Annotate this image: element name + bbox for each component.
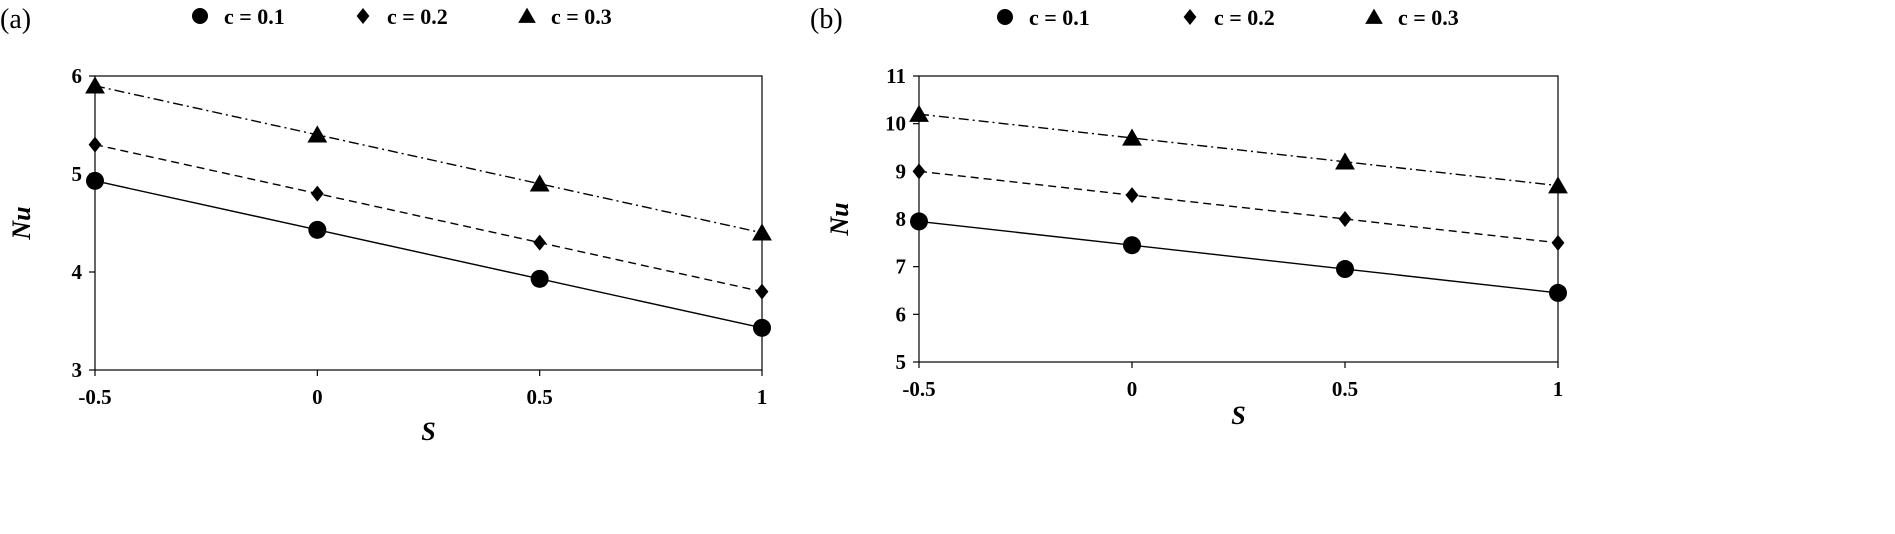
y-tick-label: 10	[885, 112, 906, 136]
x-axis-title: S	[1231, 401, 1245, 430]
legend-label: c = 0.2	[1214, 5, 1275, 30]
x-tick-label: 0	[1127, 377, 1138, 401]
legend-label: c = 0.2	[387, 4, 448, 29]
y-tick-label: 5	[72, 162, 83, 186]
data-point	[533, 234, 547, 251]
y-tick-label: 8	[896, 207, 907, 231]
data-point	[912, 163, 926, 180]
data-point	[1338, 211, 1352, 227]
series-line	[94, 143, 763, 293]
data-point	[1549, 283, 1567, 302]
data-point	[310, 185, 324, 202]
legend-marker	[192, 8, 208, 24]
x-tick-label: 1	[757, 385, 768, 409]
data-point	[1123, 236, 1141, 255]
x-tick-label: 1	[1553, 377, 1564, 401]
data-point	[86, 171, 104, 190]
y-tick-label: 7	[896, 255, 907, 279]
legend-label: c = 0.1	[1029, 5, 1090, 30]
plot-frame	[918, 75, 1559, 363]
series-line	[94, 180, 763, 329]
data-point	[308, 220, 327, 239]
data-point	[753, 318, 771, 337]
y-tick-label: 3	[72, 358, 83, 382]
panel-label: (b)	[810, 4, 843, 35]
legend-marker	[356, 8, 370, 24]
data-point	[529, 174, 550, 192]
x-axis-title: S	[421, 417, 435, 446]
data-point	[1122, 128, 1142, 146]
x-tick-label: 0	[312, 385, 323, 409]
panel-label: (a)	[0, 4, 31, 35]
data-point	[88, 136, 102, 153]
data-point	[1548, 176, 1568, 194]
x-tick-label: 0.5	[527, 385, 553, 409]
x-tick-label: -0.5	[902, 377, 935, 401]
y-tick-label: 11	[886, 64, 906, 88]
y-tick-label: 6	[72, 64, 83, 88]
data-point	[1125, 187, 1139, 204]
x-tick-label: -0.5	[78, 385, 111, 409]
y-tick-label: 9	[896, 159, 907, 183]
x-tick-label: 0.5	[1332, 377, 1358, 401]
legend-label: c = 0.1	[224, 4, 285, 29]
series-line	[918, 170, 1559, 244]
series-line	[94, 85, 763, 234]
legend-marker	[997, 9, 1013, 25]
data-point	[1335, 152, 1355, 170]
data-point	[530, 269, 549, 288]
data-point	[755, 283, 769, 300]
plot-frame	[94, 75, 763, 371]
legend-marker	[1183, 9, 1197, 25]
y-axis-title: Nu	[7, 206, 36, 240]
series-line	[918, 220, 1559, 294]
data-point	[909, 104, 929, 122]
y-tick-label: 4	[72, 260, 83, 284]
chart-b-svg: (b) 5 6 7 8 9 10 11 -0.5 0 0.5 1S Nu c = 0.1 c = 0.2 c …	[810, 4, 1568, 430]
y-axis-title: Nu	[825, 202, 854, 236]
legend-marker	[518, 7, 536, 23]
series-line	[918, 113, 1559, 187]
data-point	[1551, 234, 1565, 251]
legend-marker	[1365, 8, 1383, 24]
data-point	[1336, 260, 1354, 279]
data-point	[85, 76, 105, 94]
legend-label: c = 0.3	[1398, 5, 1459, 30]
data-point	[910, 212, 928, 231]
data-point	[307, 125, 328, 143]
y-tick-label: 6	[896, 302, 907, 326]
y-tick-label: 5	[896, 350, 907, 374]
data-point	[752, 223, 772, 241]
legend-label: c = 0.3	[551, 4, 612, 29]
chart-a-svg: (a) 3 4 5 6 -0.5 0 0.5 1S Nu c = 0.1 c = 0.2 c = 0.3	[0, 4, 772, 446]
